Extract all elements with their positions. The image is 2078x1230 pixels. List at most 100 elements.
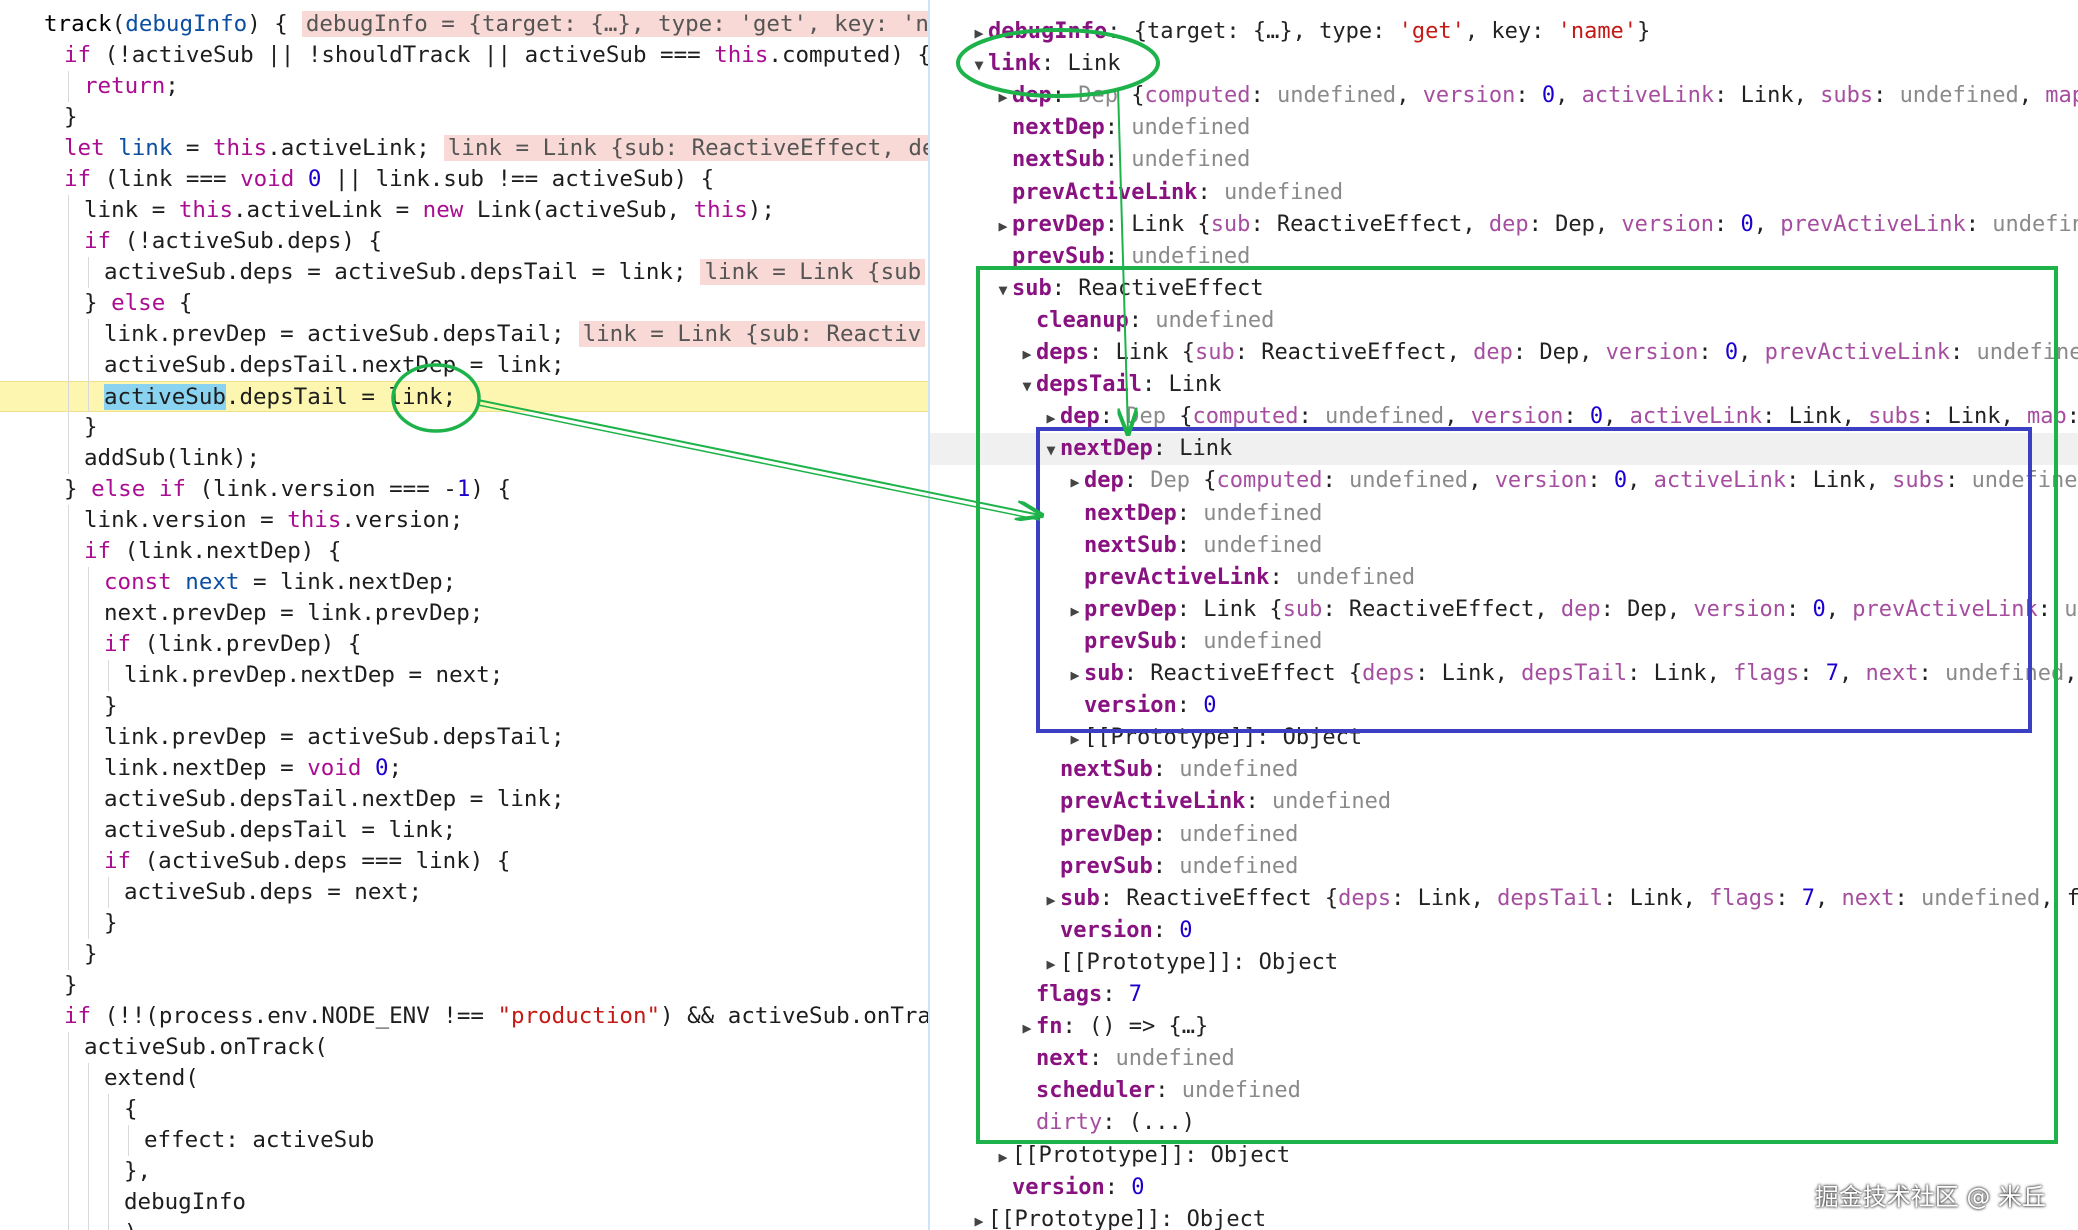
scope-row[interactable]: ▶dep: Dep {computed: undefined, version:…: [930, 80, 2078, 112]
scope-row[interactable]: nextSub: undefined: [930, 144, 2078, 176]
scope-row[interactable]: ▶[[Prototype]]: Object: [930, 1204, 2078, 1230]
scope-row[interactable]: prevSub: undefined: [930, 851, 2078, 883]
scope-row[interactable]: ▼nextDep: Link: [930, 433, 2078, 466]
expand-triangle-icon[interactable]: ▶: [998, 216, 1008, 235]
scope-row[interactable]: prevDep: undefined: [930, 819, 2078, 851]
expand-triangle-icon[interactable]: ▶: [1022, 1019, 1032, 1038]
code-line[interactable]: {: [0, 1094, 928, 1125]
scope-row[interactable]: ▶fn: () => {…}: [930, 1011, 2078, 1043]
scope-row[interactable]: ▼link: Link: [930, 48, 2078, 80]
scope-row[interactable]: nextSub: undefined: [930, 530, 2078, 562]
code-line[interactable]: return;: [0, 71, 928, 102]
scope-row[interactable]: ▶[[Prototype]]: Object: [930, 947, 2078, 979]
scope-row[interactable]: dirty: (...): [930, 1107, 2078, 1139]
code-line[interactable]: debugInfo: [0, 1187, 928, 1218]
code-line[interactable]: }: [0, 691, 928, 722]
code-line[interactable]: link.prevDep = activeSub.depsTail;: [0, 722, 928, 753]
code-line[interactable]: const next = link.nextDep;: [0, 567, 928, 598]
scope-row[interactable]: version: 0: [930, 1172, 2078, 1204]
collapse-triangle-icon[interactable]: ▼: [1046, 441, 1056, 460]
scope-row[interactable]: ▶prevDep: Link {sub: ReactiveEffect, dep…: [930, 594, 2078, 626]
code-line[interactable]: }: [0, 908, 928, 939]
scope-row[interactable]: nextSub: undefined: [930, 754, 2078, 786]
expand-triangle-icon[interactable]: ▶: [1046, 890, 1056, 909]
code-line[interactable]: if (!activeSub.deps) {: [0, 226, 928, 257]
code-line[interactable]: activeSub.depsTail.nextDep = link;: [0, 784, 928, 815]
code-line[interactable]: activeSub.depsTail = link;: [0, 815, 928, 846]
code-line[interactable]: } else if (link.version === -1) {: [0, 474, 928, 505]
scope-row[interactable]: ▶[[Prototype]]: Object: [930, 1140, 2078, 1172]
code-line[interactable]: },: [0, 1156, 928, 1187]
code-line[interactable]: link.prevDep = activeSub.depsTail;link =…: [0, 319, 928, 350]
code-line[interactable]: }: [0, 970, 928, 1001]
code-line[interactable]: link.nextDep = void 0;: [0, 753, 928, 784]
code-line[interactable]: if (activeSub.deps === link) {: [0, 846, 928, 877]
code-line[interactable]: activeSub.depsTail.nextDep = link;: [0, 350, 928, 381]
code-line[interactable]: link.prevDep.nextDep = next;: [0, 660, 928, 691]
code-line[interactable]: }: [0, 102, 928, 133]
scope-row[interactable]: flags: 7: [930, 979, 2078, 1011]
expand-triangle-icon[interactable]: ▶: [974, 24, 984, 42]
expand-triangle-icon[interactable]: ▶: [1046, 954, 1056, 973]
scope-row[interactable]: scheduler: undefined: [930, 1075, 2078, 1107]
scope-row[interactable]: ▶[[Prototype]]: Object: [930, 722, 2078, 754]
code-line[interactable]: }: [0, 412, 928, 443]
code-line[interactable]: link = this.activeLink = new Link(active…: [0, 195, 928, 226]
scope-row[interactable]: ▼sub: ReactiveEffect: [930, 273, 2078, 305]
scope-row[interactable]: nextDep: undefined: [930, 112, 2078, 144]
expand-triangle-icon[interactable]: ▶: [974, 1211, 984, 1230]
code-line[interactable]: ): [0, 1218, 928, 1230]
code-line[interactable]: activeSub.deps = activeSub.depsTail = li…: [0, 257, 928, 288]
code-line[interactable]: if (link.nextDep) {: [0, 536, 928, 567]
code-line[interactable]: }: [0, 939, 928, 970]
scope-row[interactable]: prevActiveLink: undefined: [930, 562, 2078, 594]
scope-token: : ReactiveEffect {: [1099, 885, 1339, 911]
code-line[interactable]: next.prevDep = link.prevDep;: [0, 598, 928, 629]
scope-row[interactable]: ▶sub: ReactiveEffect {deps: Link, depsTa…: [930, 883, 2078, 915]
expand-triangle-icon[interactable]: ▶: [998, 1147, 1008, 1166]
scope-row[interactable]: ▶deps: Link {sub: ReactiveEffect, dep: D…: [930, 337, 2078, 369]
collapse-triangle-icon[interactable]: ▼: [974, 56, 984, 75]
scope-row[interactable]: nextDep: undefined: [930, 498, 2078, 530]
code-line[interactable]: link.version = this.version;: [0, 505, 928, 536]
scope-row[interactable]: next: undefined: [930, 1043, 2078, 1075]
code-line[interactable]: if (link === void 0 || link.sub !== acti…: [0, 164, 928, 195]
expand-triangle-icon[interactable]: ▶: [1046, 409, 1056, 428]
scope-row[interactable]: cleanup: undefined: [930, 305, 2078, 337]
code-token: ;: [165, 73, 179, 99]
scope-row[interactable]: prevSub: undefined: [930, 241, 2078, 273]
scope-row[interactable]: prevActiveLink: undefined: [930, 786, 2078, 818]
source-code-pane[interactable]: track(debugInfo) {debugInfo = {target: {…: [0, 0, 930, 1230]
scope-row[interactable]: ▶debugInfo: {target: {…}, type: 'get', k…: [930, 16, 2078, 48]
collapse-triangle-icon[interactable]: ▼: [1022, 377, 1032, 396]
expand-triangle-icon[interactable]: ▶: [998, 88, 1008, 107]
expand-triangle-icon[interactable]: ▶: [1070, 730, 1080, 749]
code-line[interactable]: if (link.prevDep) {: [0, 629, 928, 660]
code-line[interactable]: activeSub.onTrack(: [0, 1032, 928, 1063]
code-line[interactable]: } else {: [0, 288, 928, 319]
scope-row[interactable]: ▶dep: Dep {computed: undefined, version:…: [930, 465, 2078, 497]
expand-triangle-icon[interactable]: ▶: [1022, 345, 1032, 363]
code-line[interactable]: if (!activeSub || !shouldTrack || active…: [0, 40, 928, 71]
code-line[interactable]: effect: activeSub: [0, 1125, 928, 1156]
expand-triangle-icon[interactable]: ▶: [1070, 473, 1080, 492]
scope-row[interactable]: ▶sub: ReactiveEffect {deps: Link, depsTa…: [930, 658, 2078, 690]
scope-row[interactable]: prevActiveLink: undefined: [930, 177, 2078, 209]
scope-row[interactable]: version: 0: [930, 915, 2078, 947]
code-line[interactable]: extend(: [0, 1063, 928, 1094]
collapse-triangle-icon[interactable]: ▼: [998, 280, 1008, 299]
scope-row[interactable]: ▼depsTail: Link: [930, 369, 2078, 401]
scope-row[interactable]: ▶prevDep: Link {sub: ReactiveEffect, dep…: [930, 209, 2078, 241]
code-line[interactable]: if (!!(process.env.NODE_ENV !== "product…: [0, 1001, 928, 1032]
code-line[interactable]: track(debugInfo) {debugInfo = {target: {…: [0, 9, 928, 40]
code-line[interactable]: activeSub.depsTail = link;: [0, 381, 928, 412]
scope-row[interactable]: version: 0: [930, 690, 2078, 722]
expand-triangle-icon[interactable]: ▶: [1070, 666, 1080, 684]
code-line[interactable]: addSub(link);: [0, 443, 928, 474]
scope-row[interactable]: prevSub: undefined: [930, 626, 2078, 658]
scope-row[interactable]: ▶dep: Dep {computed: undefined, version:…: [930, 401, 2078, 433]
expand-triangle-icon[interactable]: ▶: [1070, 601, 1080, 620]
code-line[interactable]: activeSub.deps = next;: [0, 877, 928, 908]
code-line[interactable]: let link = this.activeLink;link = Link {…: [0, 133, 928, 164]
scope-variables-pane[interactable]: ▶debugInfo: {target: {…}, type: 'get', k…: [930, 0, 2078, 1230]
